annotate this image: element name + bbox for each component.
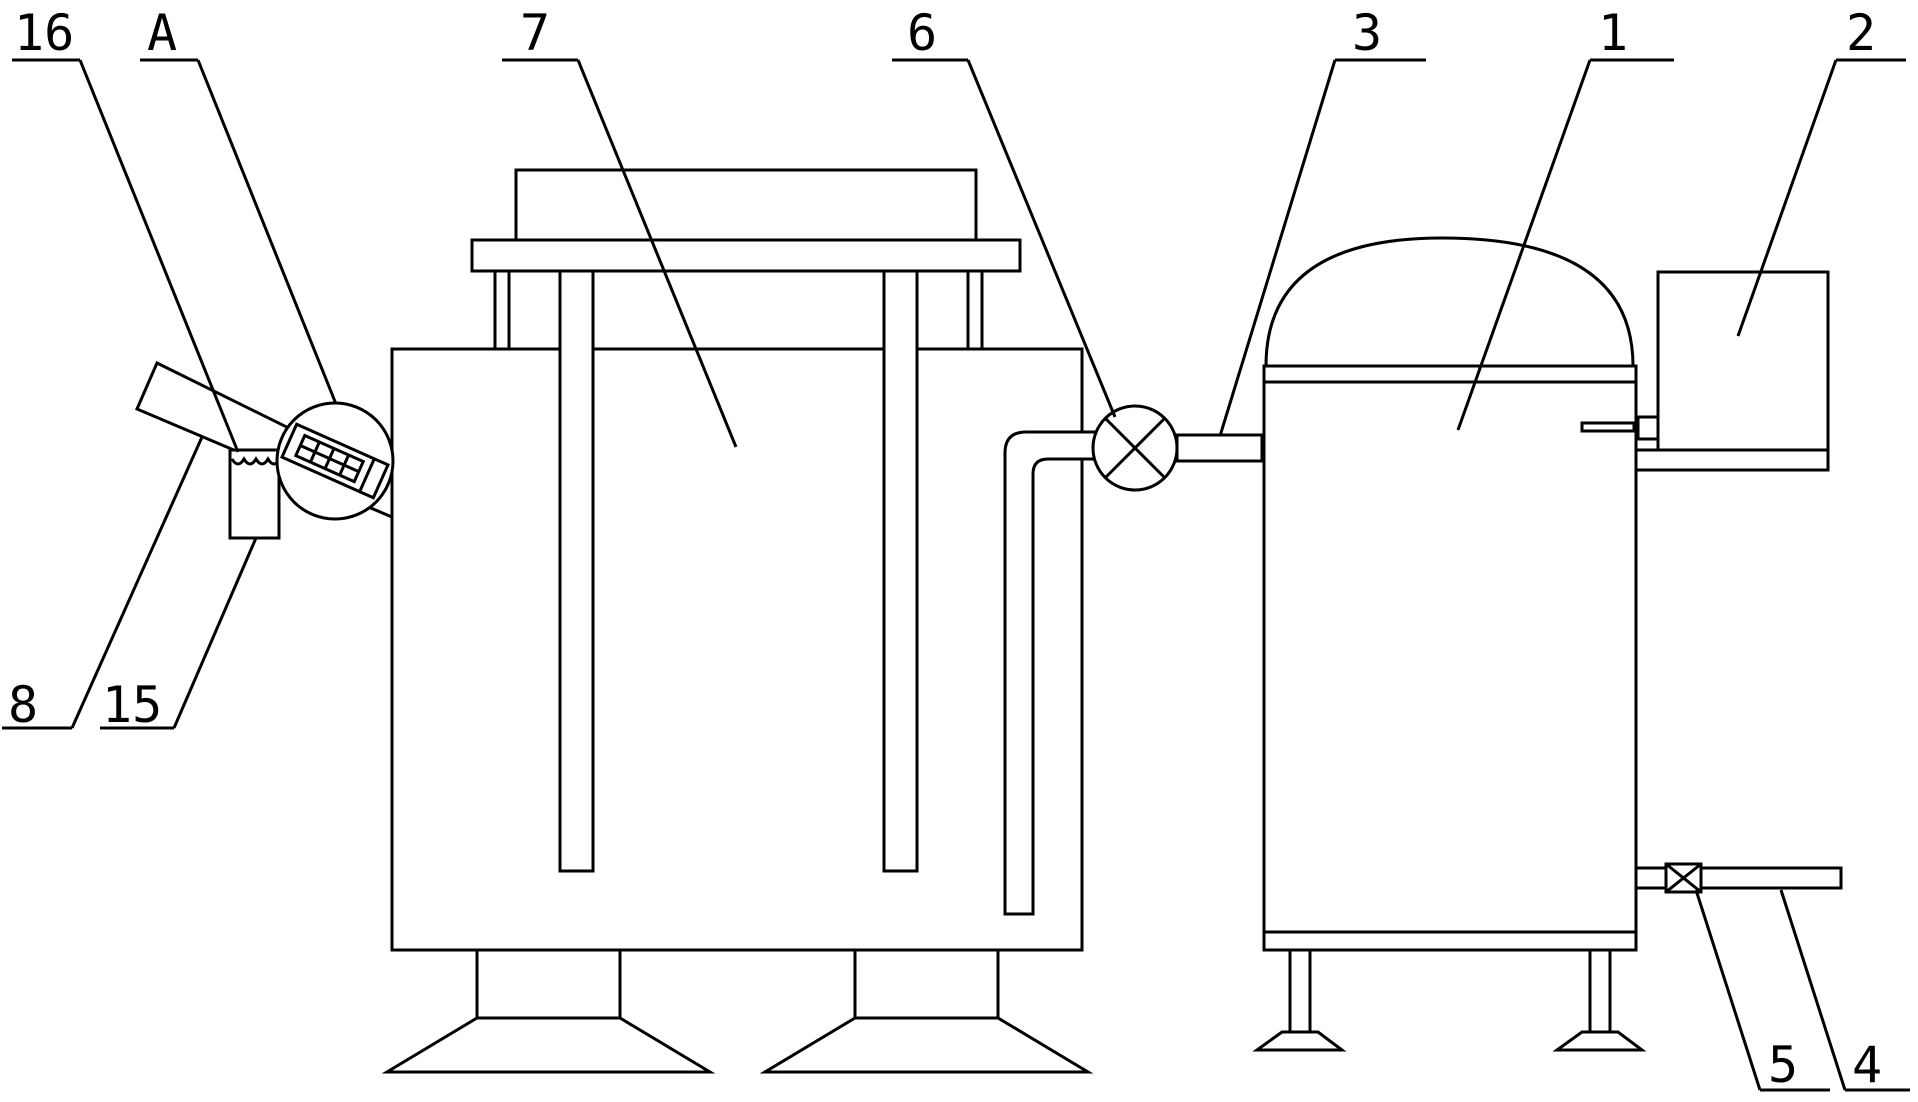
tank-7-top-box bbox=[514, 168, 978, 242]
tank-1 bbox=[1252, 236, 1660, 1052]
tank-7-body bbox=[390, 347, 1084, 952]
inclined-assembly bbox=[135, 360, 395, 540]
tank-7-feet bbox=[381, 948, 1094, 1074]
label-4: 4 bbox=[1852, 1036, 1882, 1094]
valve-6 bbox=[1091, 404, 1179, 492]
label-3: 3 bbox=[1352, 4, 1382, 62]
tank-7 bbox=[390, 168, 1102, 952]
drain-stub bbox=[1634, 866, 1668, 890]
foot-right-post bbox=[853, 948, 1000, 1020]
foot-left-base bbox=[381, 1016, 716, 1074]
label-5: 5 bbox=[1768, 1036, 1798, 1094]
label-1: 1 bbox=[1598, 4, 1628, 62]
drain-assembly bbox=[1634, 862, 1843, 894]
electrode-left bbox=[558, 269, 595, 873]
label-6: 6 bbox=[907, 4, 937, 62]
tank-1-leg-left bbox=[1288, 948, 1312, 1034]
sensor-rod bbox=[1580, 421, 1636, 433]
tank-7-support-right bbox=[966, 269, 984, 351]
label-7: 7 bbox=[520, 4, 550, 62]
label-8: 8 bbox=[8, 676, 38, 734]
sensor-head bbox=[1636, 415, 1660, 441]
tank-1-dome bbox=[1264, 236, 1635, 368]
foot-left-post bbox=[475, 948, 622, 1020]
detail-a-insert bbox=[280, 422, 390, 500]
box-2-shelf bbox=[1634, 448, 1830, 472]
tank-1-leg-right bbox=[1588, 948, 1612, 1034]
control-box-2 bbox=[1634, 270, 1830, 472]
label-2: 2 bbox=[1846, 4, 1876, 62]
box-2 bbox=[1656, 270, 1830, 452]
label-a: A bbox=[147, 4, 177, 62]
tank-1-foot-left bbox=[1252, 1030, 1347, 1052]
part-16-coils bbox=[230, 456, 282, 466]
label-16: 16 bbox=[14, 4, 74, 62]
tank-1-foot-right bbox=[1552, 1030, 1647, 1052]
tank-7-top-plate bbox=[470, 238, 1022, 273]
tank-7-support-left bbox=[493, 269, 511, 351]
electrode-right bbox=[882, 269, 919, 873]
leader-lines bbox=[2, 58, 1910, 1092]
tank-1-body bbox=[1262, 364, 1638, 952]
labels: 16 A 7 6 3 1 2 8 15 5 4 bbox=[8, 4, 1882, 1094]
pipe-3 bbox=[1175, 433, 1264, 463]
label-15: 15 bbox=[102, 676, 162, 734]
foot-right-base bbox=[759, 1016, 1094, 1074]
drain-pipe-4 bbox=[1699, 866, 1843, 890]
